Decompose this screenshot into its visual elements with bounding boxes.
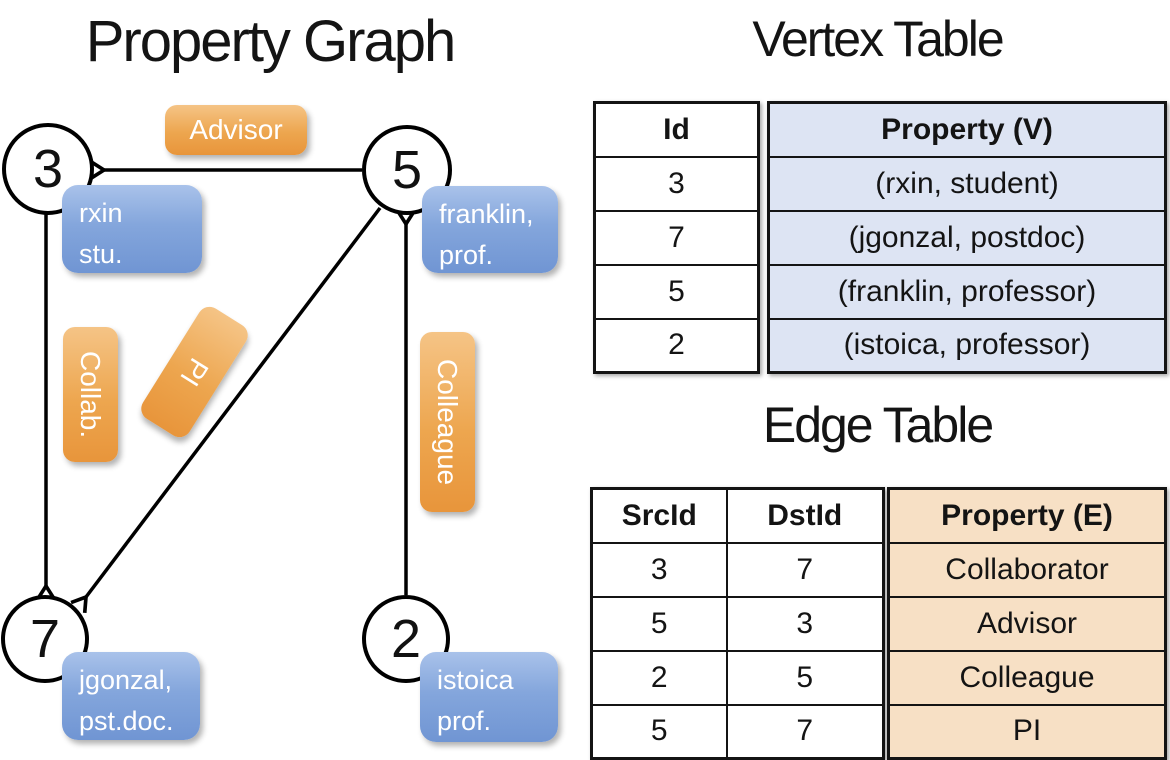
edge-label-collab-text: Collab. bbox=[75, 350, 106, 439]
graph-edges-canvas bbox=[35, 159, 417, 614]
vertex-property-cell: (jgonzal, postdoc) bbox=[767, 209, 1167, 266]
edge-label-advisor-text: Advisor bbox=[189, 114, 283, 145]
vertex-table-id-header: Id bbox=[593, 101, 760, 158]
edge-label-colleague-text: Colleague bbox=[432, 358, 463, 486]
vertex-id-cell: 7 bbox=[593, 209, 760, 266]
vertex-table-property-column: Property (V) (rxin, student) (jgonzal, p… bbox=[767, 101, 1167, 374]
node-property-box-jgonzal: jgonzal, pst.doc. bbox=[62, 652, 200, 740]
edge-table-property-column: Property (E) Collaborator Advisor Collea… bbox=[887, 487, 1167, 760]
edge-table-id-columns: SrcId DstId 3 7 5 3 2 5 5 7 bbox=[590, 487, 885, 760]
edge-srcid-cell: 5 bbox=[590, 703, 728, 760]
node-property-line: franklin, bbox=[439, 199, 534, 229]
edge-property-cell: Advisor bbox=[887, 595, 1167, 652]
table-row: 5 bbox=[593, 263, 760, 320]
node-property-box-franklin: franklin, prof. bbox=[422, 186, 558, 273]
vertex-table-title: Vertex Table bbox=[752, 11, 1004, 67]
node-property-line: stu. bbox=[79, 238, 123, 269]
table-row: 3 bbox=[593, 155, 760, 212]
edge-srcid-cell: 2 bbox=[590, 649, 728, 706]
node-property-box-istoica: istoica prof. bbox=[420, 652, 558, 742]
edge-table-property-header: Property (E) bbox=[887, 487, 1167, 544]
edge-label-collab: Collab. bbox=[63, 327, 118, 462]
edge-dstid-cell: 7 bbox=[725, 703, 885, 760]
edge-table-dstid-header: DstId bbox=[725, 487, 885, 544]
vertex-property-cell: (franklin, professor) bbox=[767, 263, 1167, 320]
node-5-id: 5 bbox=[391, 140, 423, 200]
table-row: (jgonzal, postdoc) bbox=[767, 209, 1167, 266]
node-property-line: prof. bbox=[437, 705, 492, 736]
table-row: 5 7 bbox=[590, 703, 885, 760]
table-row: (franklin, professor) bbox=[767, 263, 1167, 320]
vertex-property-cell: (rxin, student) bbox=[767, 155, 1167, 212]
table-row: PI bbox=[887, 703, 1167, 760]
edge-table-srcid-header: SrcId bbox=[590, 487, 728, 544]
node-7-id: 7 bbox=[29, 609, 61, 669]
node-2-id: 2 bbox=[390, 609, 422, 669]
edge-label-pi-text: PI bbox=[174, 352, 215, 392]
table-row: Collaborator bbox=[887, 541, 1167, 598]
edge-dstid-cell: 7 bbox=[725, 541, 885, 598]
table-row: 3 7 bbox=[590, 541, 885, 598]
table-row: Colleague bbox=[887, 649, 1167, 706]
vertex-id-cell: 2 bbox=[593, 317, 760, 374]
table-row: 7 bbox=[593, 209, 760, 266]
edge-srcid-cell: 3 bbox=[590, 541, 728, 598]
node-3-id: 3 bbox=[32, 139, 64, 199]
table-row: (rxin, student) bbox=[767, 155, 1167, 212]
edge-arrow-5-to-7 bbox=[70, 206, 382, 614]
property-graph-title: Property Graph bbox=[85, 9, 457, 74]
edge-property-cell: Colleague bbox=[887, 649, 1167, 706]
vertex-property-cell: (istoica, professor) bbox=[767, 317, 1167, 374]
edge-property-cell: PI bbox=[887, 703, 1167, 760]
edge-label-colleague: Colleague bbox=[420, 332, 475, 512]
vertex-table-id-column: Id 3 7 5 2 bbox=[593, 101, 760, 374]
table-row: (istoica, professor) bbox=[767, 317, 1167, 374]
vertex-id-cell: 3 bbox=[593, 155, 760, 212]
edge-property-cell: Collaborator bbox=[887, 541, 1167, 598]
edge-srcid-cell: 5 bbox=[590, 595, 728, 652]
node-property-line: prof. bbox=[439, 239, 494, 270]
edge-label-advisor: Advisor bbox=[165, 105, 307, 155]
table-row: Advisor bbox=[887, 595, 1167, 652]
node-property-box-rxin: rxin stu. bbox=[62, 185, 202, 273]
graph-node-2: 2 bbox=[362, 595, 450, 683]
node-property-line: rxin bbox=[79, 198, 123, 228]
table-row: 2 bbox=[593, 317, 760, 374]
node-property-line: jgonzal, bbox=[79, 665, 173, 695]
table-row: 2 5 bbox=[590, 649, 885, 706]
edge-table-title: Edge Table bbox=[762, 397, 994, 453]
vertex-id-cell: 5 bbox=[593, 263, 760, 320]
vertex-table-property-header: Property (V) bbox=[767, 101, 1167, 158]
table-row: 5 3 bbox=[590, 595, 885, 652]
node-property-line: istoica bbox=[437, 665, 514, 695]
node-property-line: pst.doc. bbox=[79, 705, 174, 736]
edge-dstid-cell: 3 bbox=[725, 595, 885, 652]
edge-dstid-cell: 5 bbox=[725, 649, 885, 706]
